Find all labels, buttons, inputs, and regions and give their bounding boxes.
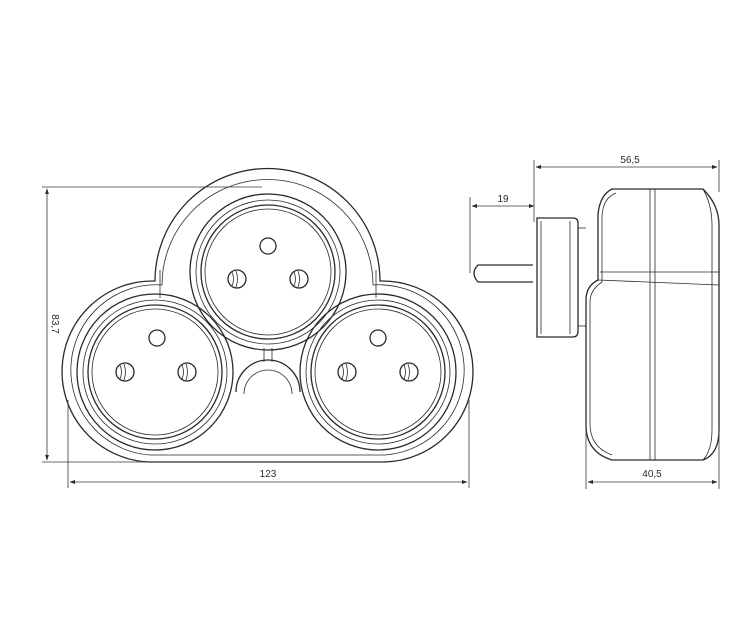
top-socket-face-inner: [204, 208, 332, 336]
right-socket-contact-left: [337, 362, 357, 382]
pin-dimension: 19: [469, 194, 535, 273]
left-socket-contact-right: [177, 362, 197, 382]
left-socket-earth-hole: [148, 329, 166, 347]
left-socket-ring-mid: [82, 299, 228, 445]
front-body-outline: [61, 167, 474, 463]
width-label: 123: [260, 469, 277, 480]
height-dimension: 83,7: [42, 186, 262, 463]
right-socket-ring-mid: [305, 299, 451, 445]
left-socket-ring-outer: [76, 293, 234, 451]
height-label: 83,7: [49, 314, 60, 334]
center-arch-inner: [243, 369, 293, 395]
depth-label: 56,5: [620, 155, 640, 166]
top-socket-ring-outer: [189, 193, 347, 351]
right-socket-earth-hole: [369, 329, 387, 347]
right-socket-face-outer: [310, 304, 446, 440]
top-socket-contact-left: [227, 269, 247, 289]
side-view: [473, 188, 720, 461]
left-socket-face-inner: [91, 308, 219, 436]
right-socket-face-inner: [314, 308, 442, 436]
side-body-inner-line: [589, 192, 617, 456]
width-dimension: 123: [67, 400, 470, 488]
side-body-rear-curve: [702, 188, 713, 461]
side-body-step: [597, 279, 720, 286]
plug-base: [536, 217, 579, 338]
front-view: [61, 167, 474, 463]
top-socket-ring-mid: [195, 199, 341, 345]
side-body-outline: [585, 188, 720, 461]
top-socket-face-outer: [200, 204, 336, 340]
left-socket-face-outer: [87, 304, 223, 440]
body-depth-label: 40,5: [642, 469, 662, 480]
plug-pin: [473, 264, 533, 283]
body-depth-dimension: 40,5: [585, 430, 720, 489]
left-socket-contact-left: [115, 362, 135, 382]
center-arch: [235, 359, 301, 393]
pin-label: 19: [497, 194, 509, 205]
depth-dimension: 56,5: [533, 155, 720, 222]
right-socket-ring-outer: [299, 293, 457, 451]
front-body-inner-outline: [70, 179, 465, 456]
top-socket-contact-right: [289, 269, 309, 289]
right-socket-contact-right: [399, 362, 419, 382]
top-socket-earth-hole: [259, 237, 277, 255]
